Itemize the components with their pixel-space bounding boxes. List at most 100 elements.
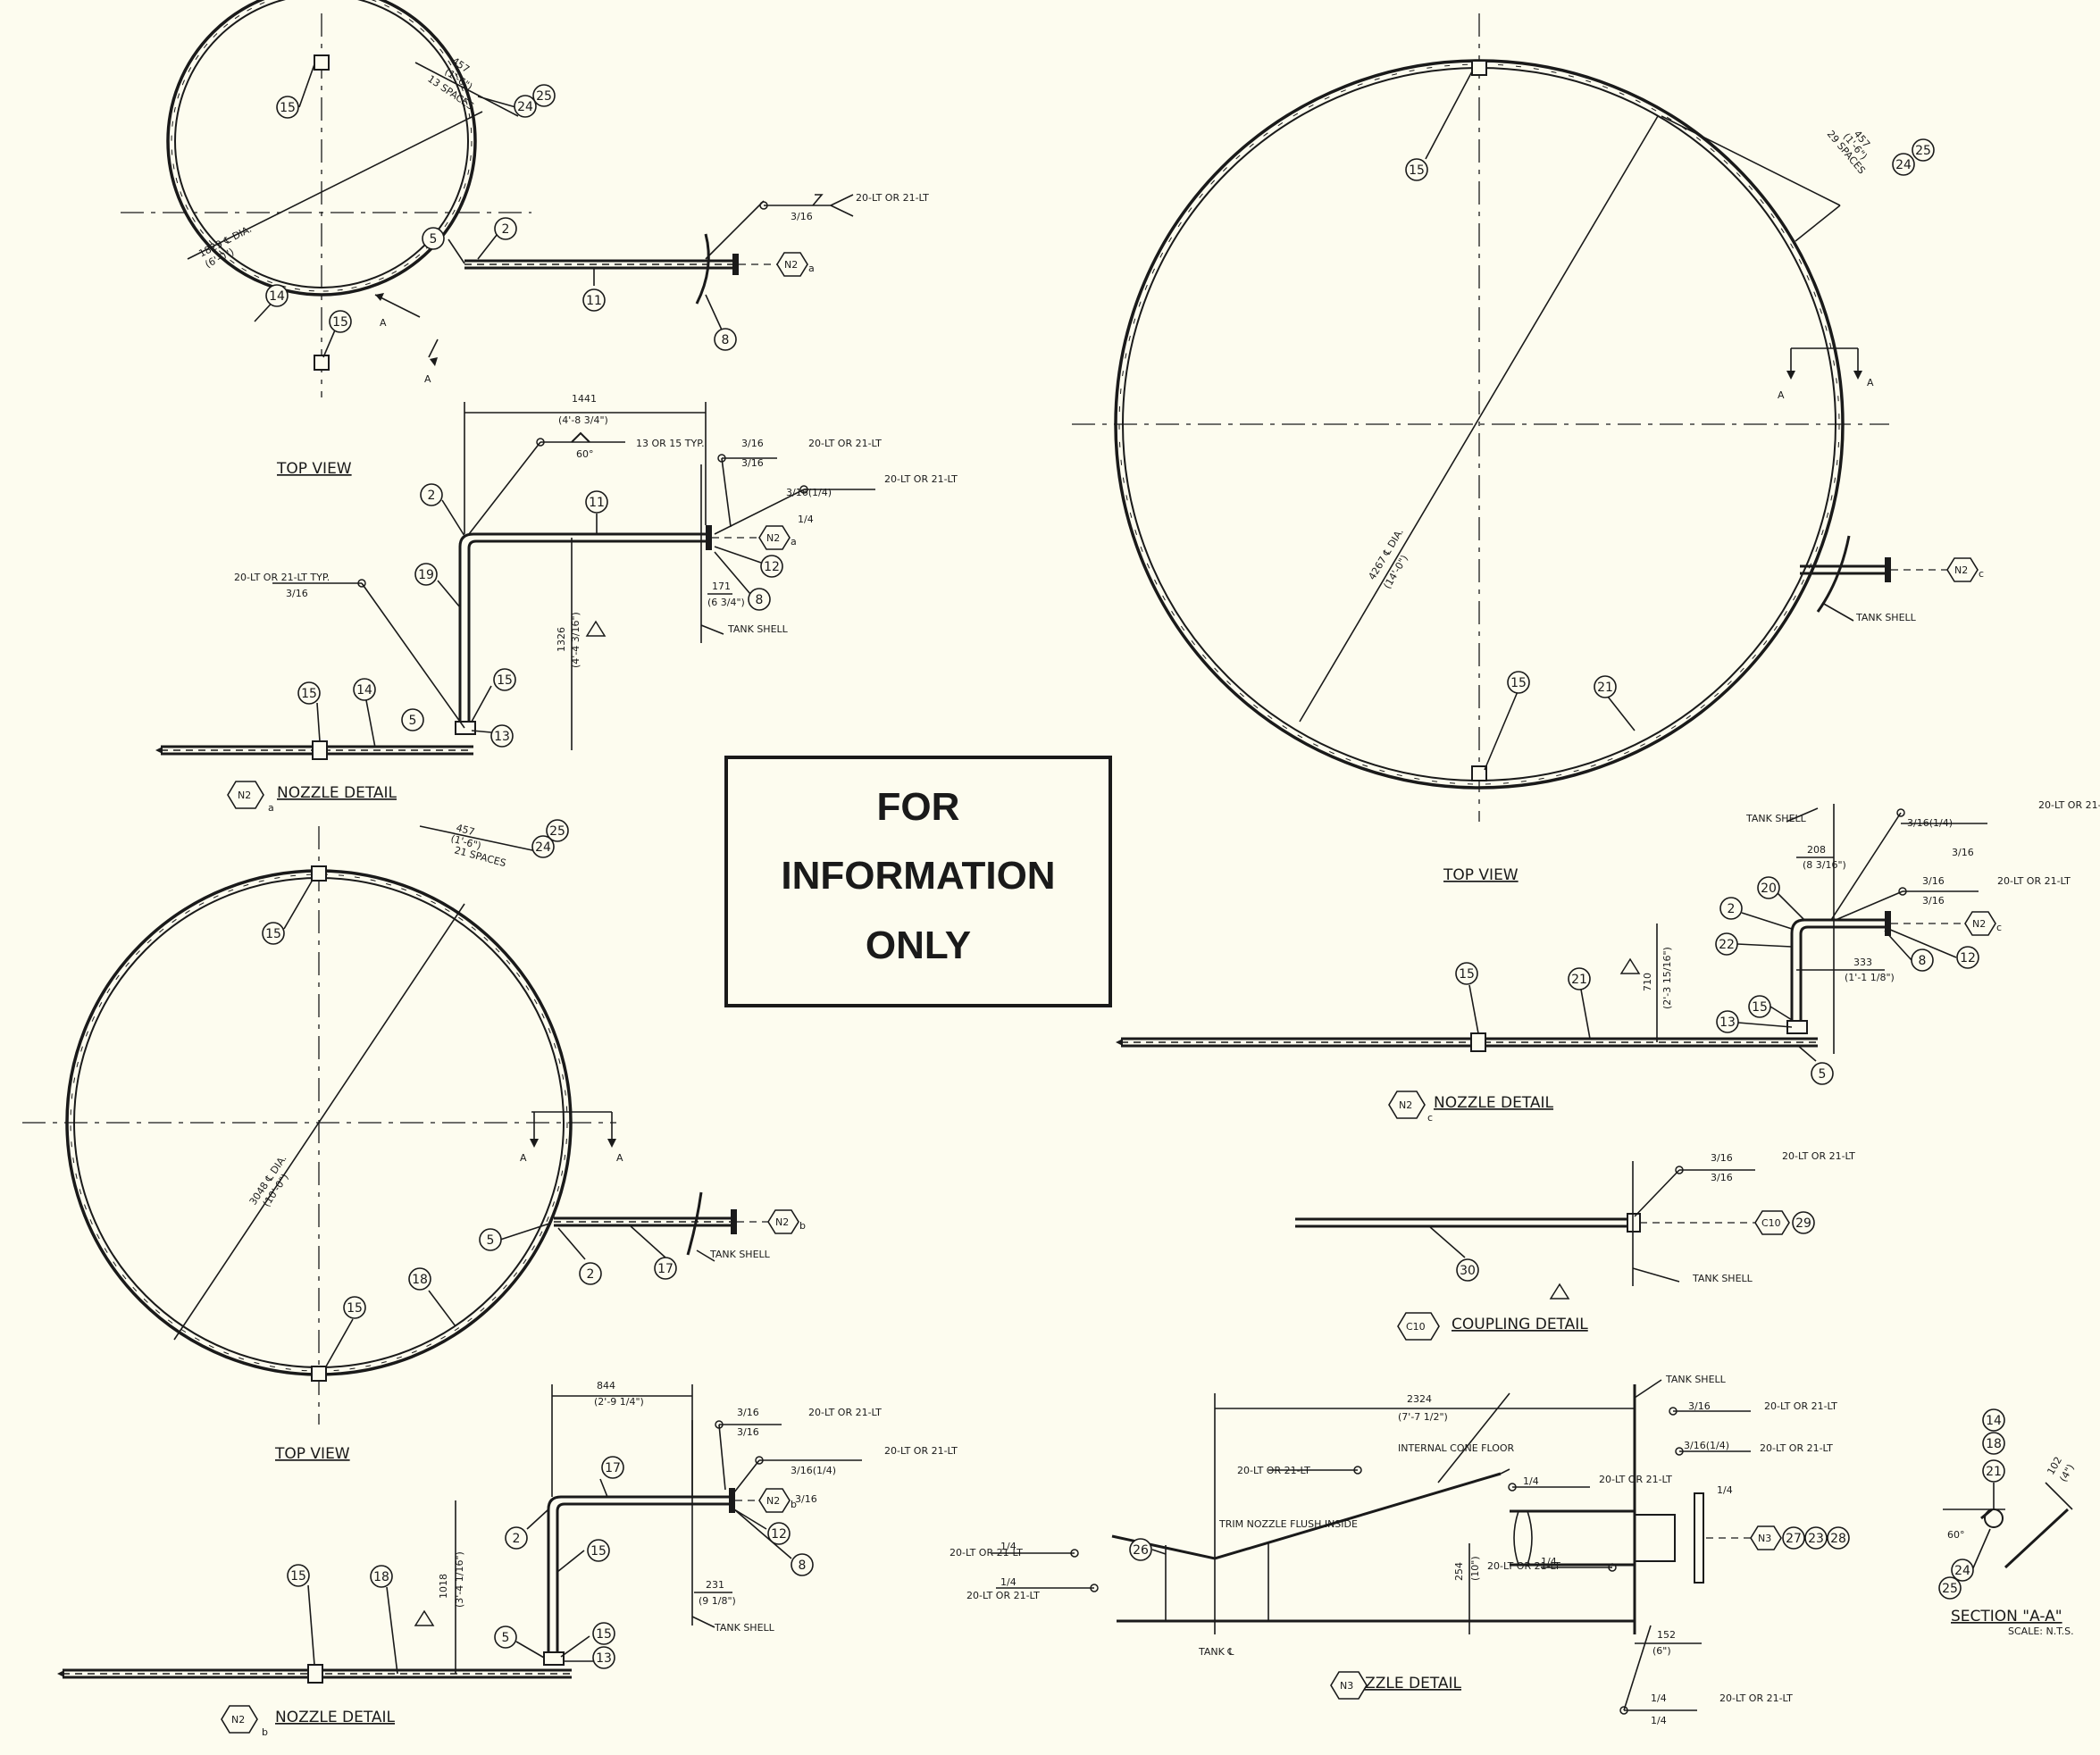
section-aa-title: SECTION "A-A" <box>1951 1608 2062 1625</box>
n2b-weld-size-1: 3/16 <box>737 1407 759 1418</box>
n3-tank-shell: TANK SHELL <box>1665 1374 1727 1385</box>
section-mark-c1: A <box>1778 389 1785 401</box>
callout-c-24: 24 <box>1892 153 1915 176</box>
section-aa-scale: SCALE: N.T.S. <box>2008 1625 2074 1637</box>
callout-a-2-text: 2 <box>502 222 510 237</box>
callout-n2a-15a: 15 <box>297 681 321 705</box>
callout-b-2-text: 2 <box>587 1267 595 1282</box>
callout-n2a-15b-text: 15 <box>497 673 513 688</box>
section-mark-b2: A <box>616 1152 623 1164</box>
callout-sec-18-text: 18 <box>1986 1437 2002 1451</box>
callout-n3-27: 27 <box>1782 1526 1805 1550</box>
n2b-title: NOZZLE DETAIL <box>275 1709 396 1726</box>
callout-a-25-text: 25 <box>536 89 552 104</box>
section-mark-a2: A <box>424 373 431 385</box>
n2b-length: 844 <box>597 1380 615 1391</box>
n2b-nozzle-detail: 844 (2'-9 1/4") 1018 (3'-4 1/16") 231 (9… <box>57 1380 958 1726</box>
n3-weld-rod-5: 20-LT OR 21-LT <box>1487 1560 1560 1572</box>
tag-c10-title-text: C10 <box>1406 1321 1426 1333</box>
callout-a-5-text: 5 <box>430 232 438 247</box>
n2a-height-imp: (4'-4 3/16") <box>570 612 581 668</box>
section-mark-b1: A <box>520 1152 527 1164</box>
callout-n2c-15a: 15 <box>1455 962 1478 985</box>
n3-height: 254 <box>1453 1562 1465 1581</box>
callout-n2a-12: 12 <box>760 555 783 578</box>
tag-n3-title-text: N3 <box>1340 1680 1353 1692</box>
n2c-height-imp: (2'-3 15/16") <box>1661 947 1673 1009</box>
n2c-tank-shell: TANK SHELL <box>1745 813 1807 824</box>
n3-title: NOZZLE DETAIL <box>1342 1675 1462 1692</box>
callout-a-11: 11 <box>582 288 606 312</box>
callout-n2a-15b: 15 <box>493 668 516 691</box>
callout-b-15b-text: 15 <box>347 1301 363 1316</box>
callout-a-24-text: 24 <box>517 100 533 114</box>
tag-c10-plan: C10 <box>1754 1210 1790 1235</box>
callout-sec-21: 21 <box>1982 1459 2005 1483</box>
callout-b-17-text: 17 <box>657 1262 674 1276</box>
n2a-tank-shell: TANK SHELL <box>727 623 789 635</box>
c10-tank-shell: TANK SHELL <box>1692 1273 1753 1284</box>
callout-a-5: 5 <box>422 227 445 250</box>
callout-n2c-21: 21 <box>1568 967 1591 990</box>
tag-n2b-title: N2b <box>221 1705 268 1738</box>
callout-a-11-text: 11 <box>586 294 602 308</box>
callout-n2a-19-text: 19 <box>418 568 434 582</box>
n3-weld-size-4: 1/4 <box>1541 1556 1557 1567</box>
n2a-bevel-angle: 60° <box>576 448 594 460</box>
callout-sec-24-text: 24 <box>1954 1564 1970 1578</box>
top-view-b: A A 457 (1'-6") 21 SPACES 3048 ℄ DIA. (1… <box>22 822 771 1463</box>
callout-n2a-12-text: 12 <box>764 560 780 574</box>
callout-n2c-22-text: 22 <box>1719 938 1735 952</box>
callout-b-15a: 15 <box>262 922 285 945</box>
callout-n2b-5: 5 <box>494 1625 517 1649</box>
n3-height-imp: (10") <box>1469 1556 1481 1581</box>
tag-c10-plan-text: C10 <box>1761 1217 1781 1229</box>
callout-a-8: 8 <box>714 328 737 351</box>
tag-n2a-elev-text: N2 <box>766 532 780 544</box>
callout-n2b-15b: 15 <box>287 1564 310 1587</box>
b-spacing: 457 <box>455 822 476 838</box>
callout-c-15a-text: 15 <box>1409 163 1425 178</box>
n2c-weld-size-2: 3/16 <box>1952 847 1974 858</box>
callout-n2a-5-text: 5 <box>409 714 417 728</box>
callout-n2a-15a-text: 15 <box>301 687 317 701</box>
callout-n2c-13: 13 <box>1716 1010 1739 1033</box>
n2b-weld-size-3: 3/16(1/4) <box>791 1465 836 1476</box>
weld-rod-a: 20-LT OR 21-LT <box>856 192 929 204</box>
n3-weld-rod-2: 20-LT OR 21-LT <box>950 1547 1023 1559</box>
callout-n2b-2-text: 2 <box>513 1532 521 1546</box>
n2a-weld-size-2: 3/16 <box>741 457 764 469</box>
tag-n2c-title: N2c <box>1388 1091 1433 1124</box>
callout-b-24: 24 <box>531 835 555 858</box>
callout-a-15a: 15 <box>276 96 299 119</box>
callout-n3-27-text: 27 <box>1786 1532 1802 1546</box>
callout-c-25: 25 <box>1912 138 1935 162</box>
stamp-line-2: INFORMATION <box>781 854 1055 898</box>
tag-n2a-plan-text: N2 <box>784 259 798 271</box>
callout-n2a-14-text: 14 <box>356 683 372 698</box>
n2a-weld-size-3: 3/16(1/4) <box>786 487 832 498</box>
callout-b-2: 2 <box>579 1262 602 1285</box>
callout-a-25: 25 <box>532 84 556 107</box>
callout-n2a-2: 2 <box>420 483 443 506</box>
callout-b-5-text: 5 <box>487 1233 495 1248</box>
callout-n2b-8-text: 8 <box>799 1559 807 1573</box>
n2a-nozzle-detail: 1441 (4'-8 3/4") 1326 (4'-4 3/16") 171 (… <box>155 393 958 802</box>
callout-n2c-15b-text: 15 <box>1752 1000 1768 1015</box>
tag-n3-plan-text: N3 <box>1758 1533 1771 1544</box>
n3-weld-rod-8: 20-LT OR 21-LT <box>1719 1692 1793 1704</box>
callout-n2c-20: 20 <box>1757 876 1780 899</box>
callout-n2b-15c-text: 15 <box>596 1627 612 1642</box>
callout-n2b-18: 18 <box>370 1565 393 1588</box>
n2a-height: 1326 <box>556 627 567 652</box>
for-information-only-stamp: FOR INFORMATION ONLY <box>724 756 1112 1007</box>
tag-c10-title: C10 <box>1397 1312 1440 1341</box>
callout-n2c-21-text: 21 <box>1571 973 1587 987</box>
callout-n2a-11-text: 11 <box>589 496 605 510</box>
n2a-length: 1441 <box>572 393 597 405</box>
